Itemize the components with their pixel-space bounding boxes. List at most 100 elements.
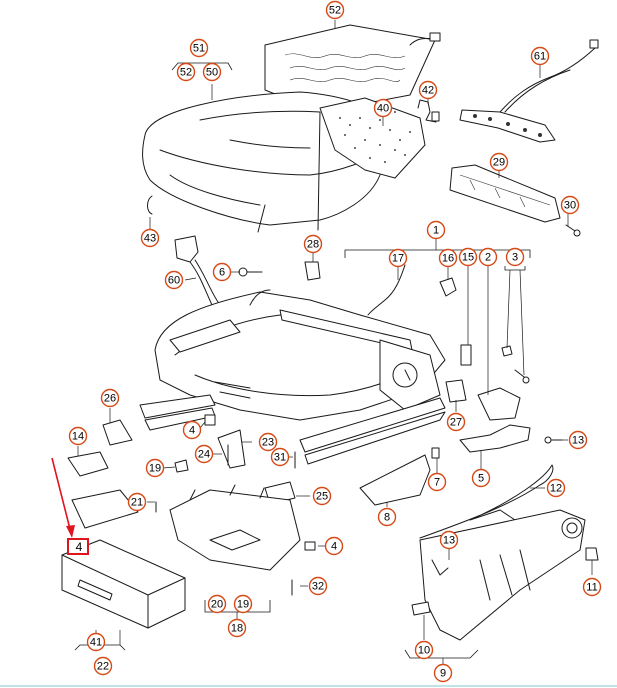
callout-label: 21: [131, 497, 143, 509]
callout-circle: [207, 594, 227, 614]
callout-label: 30: [564, 200, 576, 212]
screw-part-13b: [431, 559, 449, 576]
bracket-part-28: [304, 261, 321, 281]
callout-label: 3: [512, 252, 518, 264]
callout-circle: [489, 152, 509, 172]
callout-circle: [433, 663, 453, 683]
callout-label: 43: [144, 233, 156, 245]
callout-13: 13: [439, 530, 459, 550]
callout-label: 6: [219, 267, 225, 279]
screw-part: [565, 224, 581, 237]
bracket-part-4b: [304, 541, 316, 551]
screw-part-19a: [174, 459, 189, 473]
callout-43: 43: [140, 228, 160, 248]
bracket-part-27: [445, 379, 467, 403]
bracket-part-5: [459, 424, 531, 453]
callout-label: 40: [377, 103, 389, 115]
callout-circle: [182, 420, 202, 440]
callout-circle: [127, 492, 147, 512]
fastener-part: [585, 547, 599, 561]
callout-22: 22: [93, 656, 113, 676]
highlighted-callout-label: 4: [76, 540, 83, 554]
callout-label: 4: [189, 425, 195, 437]
bracket-part-14: [67, 451, 109, 477]
callout-label: 8: [384, 512, 390, 524]
callout-label: 2: [485, 252, 491, 264]
hook-part: [147, 195, 153, 215]
callout-10: 10: [414, 640, 434, 660]
callout-circle: [478, 247, 498, 267]
callout-label: 32: [312, 581, 324, 593]
callout-label: 7: [434, 477, 440, 489]
side-trim-part: [449, 164, 561, 223]
callout-label: 4: [331, 541, 337, 553]
callout-4: 4: [182, 420, 202, 440]
callout-60: 60: [164, 270, 184, 290]
callout-circle: [312, 486, 332, 506]
callout-label: 19: [149, 463, 161, 475]
callout-circle: [388, 248, 408, 268]
callout-circle: [560, 195, 580, 215]
callout-label: 24: [198, 449, 210, 461]
callout-label: 50: [206, 67, 218, 79]
callout-circle: [202, 62, 222, 82]
callout-21: 21: [127, 492, 147, 512]
callout-circle: [164, 270, 184, 290]
wire-frame-part: [419, 464, 554, 539]
callout-label: 61: [534, 51, 546, 63]
callout-circle: [324, 536, 344, 556]
callout-circle: [227, 618, 247, 638]
callout-circle: [546, 478, 566, 498]
callout-label: 52: [329, 5, 341, 17]
tray-frame-part: [169, 484, 301, 571]
callout-circle: [373, 98, 393, 118]
bolt-part-3: [501, 345, 530, 384]
callout-circle: [68, 426, 88, 446]
callout-30: 30: [560, 195, 580, 215]
callout-label: 42: [422, 85, 434, 97]
callout-circle: [426, 220, 446, 240]
callout-circle: [145, 458, 165, 478]
callout-label: 13: [572, 435, 584, 447]
callout-label: 51: [193, 43, 205, 55]
callout-label: 26: [104, 393, 116, 405]
callout-label: 14: [72, 431, 84, 443]
callout-label: 16: [442, 253, 454, 265]
callout-circle: [582, 577, 602, 597]
clip-part: [417, 99, 440, 123]
callout-label: 20: [211, 599, 223, 611]
callout-1: 1: [426, 220, 446, 240]
callout-label: 10: [418, 645, 430, 657]
callout-3: 3: [505, 247, 525, 267]
callout-2: 2: [478, 247, 498, 267]
callout-circle: [189, 38, 209, 58]
callout-circle: [325, 0, 345, 20]
callout-24: 24: [194, 444, 214, 464]
callout-7: 7: [427, 472, 447, 492]
callout-circle: [270, 447, 290, 467]
callout-circle: [568, 430, 588, 450]
callout-4: 4: [324, 536, 344, 556]
bracket-part-23: [217, 429, 246, 469]
callout-label: 31: [274, 452, 286, 464]
callout-circle: [446, 412, 466, 432]
callout-52: 52: [325, 0, 345, 20]
callout-25: 25: [312, 486, 332, 506]
connector-part: [439, 277, 457, 297]
recliner-part: [477, 387, 521, 421]
bolt-part: [238, 267, 263, 277]
callout-circle: [505, 247, 525, 267]
callout-12: 12: [546, 478, 566, 498]
callout-label: 11: [586, 582, 597, 594]
callout-6: 6: [212, 262, 232, 282]
lever-part: [460, 344, 472, 366]
callout-17: 17: [388, 248, 408, 268]
callout-42: 42: [418, 80, 438, 100]
clip-part-7: [431, 447, 440, 459]
callout-label: 19: [237, 599, 249, 611]
callout-8: 8: [377, 507, 397, 527]
callout-52: 52: [176, 62, 196, 82]
callout-label: 29: [493, 157, 505, 169]
